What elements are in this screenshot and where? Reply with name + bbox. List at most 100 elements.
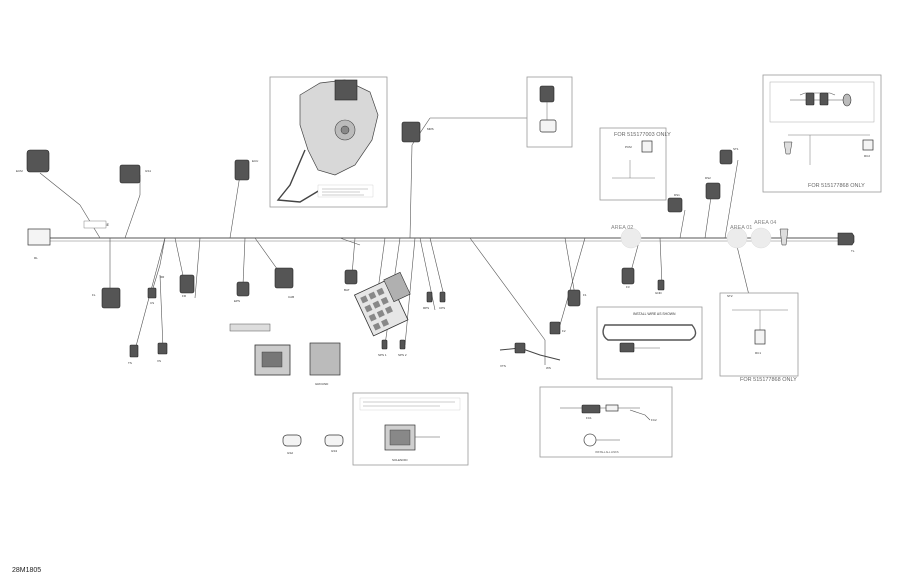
tl-connector-icon [837,232,855,246]
plug-right [324,434,344,447]
sps1-connector-icon [381,339,388,350]
tag-gnd: GND [655,291,663,295]
tag-cs: CS [150,301,154,305]
solenoid-label: SOLENOID [392,458,408,462]
tag-rr: RR [160,275,165,279]
tag-st1: ST1 [733,147,739,151]
tag-rps: RPS [423,306,429,310]
connectors [26,121,855,361]
tag-fl: FL [92,293,96,297]
ground-label: GROUND [315,382,329,386]
fl-connector-icon [101,287,121,309]
tag-ecm: ECM [16,169,23,173]
branch-wires [39,117,761,365]
install-links-note: INSTALL ALL LINKS [595,450,619,454]
top-right-frame: FOR 515177868 ONLY [762,74,882,193]
plug-left [282,434,302,447]
rps-connector-icon [426,291,433,303]
sps2-connector-icon [399,339,406,350]
engine-detail-frame [269,76,388,208]
tag-ds2: DS2 [705,176,711,180]
st1-connector-icon [719,149,733,165]
area-02-label: AREA 02 [611,225,633,231]
main-harness-trunk [50,237,838,242]
pcm-connector [641,140,653,153]
rc2-connector [862,139,874,151]
tag-f2: F2 [562,329,566,333]
tag-eps: EPS [234,299,240,303]
tag-sps2: SPS 2 [398,353,407,357]
area-01-marker [726,227,748,249]
install-wire-frame: INSTALL WIRE AS SHOWN [596,306,703,380]
tag-cps: CPS [439,306,445,310]
f1-connector-icon [567,289,581,307]
tag-vts: VTS [500,364,506,368]
install-wire-note: INSTALL WIRE AS SHOWN [633,312,676,316]
tag-cab: CAB [288,295,294,299]
for-only-label-pcm: FOR 515177003 ONLY [614,132,671,138]
vs-connector-icon [157,342,168,355]
tag-fc1: FC1 [586,416,592,420]
tag-rl: RL [34,256,38,260]
tag-f1: F1 [583,293,587,297]
connector-tags: ECM GS1 RL FL CS FR RR TS VS ECU EPS CAB… [16,127,870,455]
tag-rc1: RC1 [755,351,761,355]
f2-connector-icon [549,321,561,335]
tag-gs3: GS3 [331,449,337,453]
fr-connector-icon [179,274,195,294]
tag-vs: VS [157,359,161,363]
tag-mrs: MRS [427,127,434,131]
fuse-cover [383,271,411,303]
rc1-connector [754,329,766,345]
tag-sps1: SPS 1 [378,353,387,357]
main-harness-connector-left [27,228,51,246]
cps-connector-icon [439,291,446,303]
ts-connector-icon [129,344,139,358]
tag-gs2: GS2 [287,451,293,455]
cab-connector-icon [274,267,294,289]
sensor-cable-left [499,347,561,361]
ecm-connector-icon [26,149,50,173]
tag-f3: F3 [626,285,630,289]
area-04-marker [750,227,772,249]
tag-ecu: ECU [252,159,258,163]
bat-connector-icon [344,269,358,285]
mrs-connector-icon [401,121,421,143]
tag-ds1: DS1 [674,193,680,197]
ground-module [309,342,341,376]
tag-rc2: RC2 [864,154,870,158]
gnd-connector-icon [657,279,665,291]
tag-st2: ST2 [727,294,733,298]
pin-connector-top-right [783,141,793,155]
cs-connector-icon [147,287,157,299]
f3-connector-icon [621,267,635,285]
for-only-label-top-right: FOR 515177868 ONLY [808,183,865,189]
relay-connector-top [539,85,555,103]
annotations: REMOTE LINE [83,220,110,229]
relay-connector-bottom [539,119,557,133]
ds1-connector-icon [667,197,683,213]
fuse-box-assembly [353,271,411,337]
for-only-label-bottom-right: FOR 515177868 ONLY [740,377,797,383]
module-detail: GROUND [229,323,344,447]
area-01-label: AREA 01 [730,225,752,231]
tag-gs1: GS1 [145,169,151,173]
tag-ts: TS [128,361,132,365]
ecu-connector-icon [234,159,250,181]
bottom-right-frame: FOR 515177868 ONLY [719,292,799,383]
area-02-marker [620,227,642,249]
pcm-frame: FOR 515177003 ONLY PCM [599,127,671,201]
solenoid-frame: SOLENOID [352,392,469,466]
pcm-label: PCM [625,145,632,149]
area-markers: AREA 02 AREA 01 AREA 04 [611,220,776,249]
tag-fr: FR [182,294,187,298]
reference-code: 28M1805 [12,567,41,574]
eps-connector-icon [236,281,250,297]
tag-tl: TL [851,249,855,253]
install-links-frame: INSTALL ALL LINKS [539,386,673,458]
top-center-detail-frame [526,76,573,148]
tag-bat: BAT [344,288,350,292]
tag-fc2: FC2 [651,418,657,422]
tag-ws: WS [546,366,551,370]
